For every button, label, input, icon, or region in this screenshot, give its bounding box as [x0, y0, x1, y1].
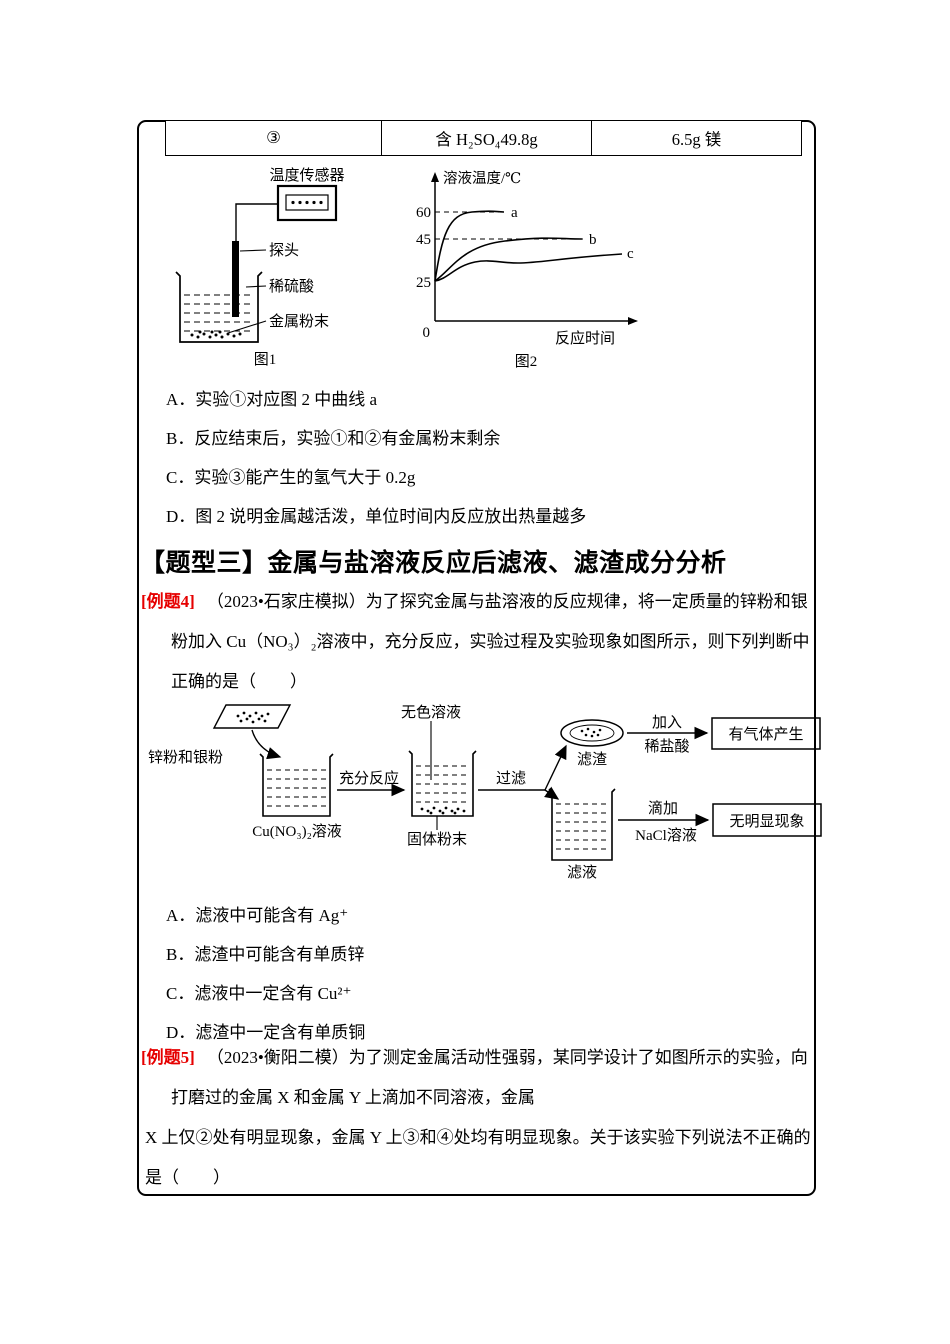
x-axis-label: 反应时间: [555, 329, 615, 347]
colorless-solution-label: 无色溶液: [401, 704, 461, 721]
gas-result-box: [711, 717, 821, 750]
zinc-silver-label: 锌粉和银粉: [148, 749, 223, 766]
axes: [434, 178, 632, 322]
reaction-flow-diagram: 锌粉和银粉 Cu(NO₃)₂溶液 充分反应 无色溶液 固体粉末 过滤 滤渣 加入…: [148, 704, 822, 881]
fork-up-arrow: [544, 744, 567, 791]
solid-powder-label: 固体粉末: [407, 831, 467, 848]
full-reaction-label: 充分反应: [339, 769, 399, 787]
curve-c: [434, 253, 623, 282]
x-axis-arrow: [628, 317, 638, 325]
section-title: 【题型三】金属与盐溶液反应后滤液、滤渣成分分析: [140, 550, 727, 577]
filter-label: 过滤: [496, 770, 526, 787]
example5-text-part1: （2023•衡阳二模）为了测定金属活动性强弱，某同学设计了如图所示的实验，向打磨…: [171, 1048, 808, 1107]
add-label: 加入: [652, 714, 682, 731]
pour-arrow: [251, 729, 282, 760]
sensor-box: [276, 184, 338, 222]
powder-tray: [212, 704, 292, 729]
example5-paragraph: [例题5]（2023•衡阳二模）为了测定金属活动性强弱，某同学设计了如图所示的实…: [141, 1038, 820, 1198]
gridlines-dashed: [435, 211, 583, 240]
no-change-label: 无明显现象: [729, 813, 804, 830]
curve-a: [434, 210, 505, 282]
table-cell-experiment-number: ③: [165, 120, 382, 156]
example5-tag: [例题5]: [141, 1048, 195, 1067]
curve-c-label: c: [627, 246, 634, 262]
example4-paragraph: [例题4]（2023•石家庄模拟）为了探究金属与盐溶液的反应规律，将一定质量的锌…: [141, 582, 819, 702]
table-cell-acid-amount: 含 H₂SO₄49.8g: [381, 120, 592, 156]
option-b: B．滤渣中可能含有单质锌: [166, 945, 365, 964]
sensor-label: 温度传感器: [269, 167, 344, 184]
tick-25: 25: [416, 275, 431, 291]
liquid-lines: [184, 294, 254, 332]
tick-60: 60: [416, 205, 431, 221]
option-a: A．实验①对应图 2 中曲线 a: [166, 390, 378, 409]
beaker-3: [548, 788, 616, 861]
question4-options: A．滤液中可能含有 Ag⁺ B．滤渣中可能含有单质锌 C．滤液中一定含有 Cu²…: [166, 896, 365, 1052]
no-change-box: [712, 803, 822, 837]
y-axis-arrow: [431, 172, 439, 182]
filtrate-label: 滤液: [567, 864, 597, 881]
nacl-label: NaCl溶液: [635, 827, 697, 844]
beaker-2: [408, 750, 477, 817]
metal-powder-dots: [190, 330, 242, 339]
figure2-temperature-chart: 溶液温度/℃ 60 45 25 a b c 0 反应时间 图2: [416, 170, 638, 370]
curve-a-label: a: [511, 205, 518, 221]
option-d: D．图 2 说明金属越活泼，单位时间内反应放出热量越多: [166, 507, 587, 526]
y-axis-label: 溶液温度/℃: [443, 170, 521, 187]
example5-text-part2: X 上仅②处有明显现象，金属 Y 上③和④处均有明显现象。关于该实验下列说法不正…: [145, 1128, 811, 1187]
table-cell-metal-amount: 6.5g 镁: [591, 120, 802, 156]
cuno3-solution-label: Cu(NO₃)₂溶液: [252, 823, 342, 840]
gas-result-label: 有气体产生: [728, 726, 803, 743]
origin-label: 0: [423, 325, 431, 341]
sensor-wire: [235, 203, 278, 241]
figure1-apparatus-diagram: 温度传感器 探头 稀硫酸 金属粉末 图1: [175, 167, 345, 368]
table-row: ③ 含 H₂SO₄49.8g 6.5g 镁: [165, 120, 802, 156]
option-b: B．反应结束后，实验①和②有金属粉末剩余: [166, 429, 501, 448]
example4-text: （2023•石家庄模拟）为了探究金属与盐溶液的反应规律，将一定质量的锌粉和银粉加…: [171, 592, 810, 691]
residue-dish: [560, 719, 624, 747]
beaker-1: [259, 753, 334, 817]
dilute-hcl-label: 稀盐酸: [644, 738, 689, 755]
option-d: D．滤渣中一定含有单质铜: [166, 1023, 366, 1042]
option-c: C．实验③能产生的氢气大于 0.2g: [166, 468, 416, 487]
drip-label: 滴加: [648, 799, 678, 817]
leader-lines: [227, 249, 267, 334]
beaker: [175, 271, 263, 343]
probe-rod: [232, 241, 239, 317]
option-c: C．滤液中一定含有 Cu²⁺: [166, 984, 352, 1003]
curve-b: [434, 237, 583, 282]
curve-b-label: b: [589, 232, 597, 248]
residue-label: 滤渣: [577, 751, 607, 768]
example4-tag: [例题4]: [141, 592, 195, 611]
acid-label: 稀硫酸: [269, 278, 314, 295]
experiment-table: ③ 含 H₂SO₄49.8g 6.5g 镁: [165, 120, 802, 156]
figure1-caption: 图1: [254, 351, 277, 368]
question3-options: A．实验①对应图 2 中曲线 a B．反应结束后，实验①和②有金属粉末剩余 C．…: [166, 380, 586, 536]
probe-label: 探头: [269, 242, 299, 259]
figure2-caption: 图2: [515, 353, 538, 370]
option-a: A．滤液中可能含有 Ag⁺: [166, 906, 349, 925]
powder-label: 金属粉末: [269, 313, 329, 330]
tick-45: 45: [416, 232, 431, 248]
